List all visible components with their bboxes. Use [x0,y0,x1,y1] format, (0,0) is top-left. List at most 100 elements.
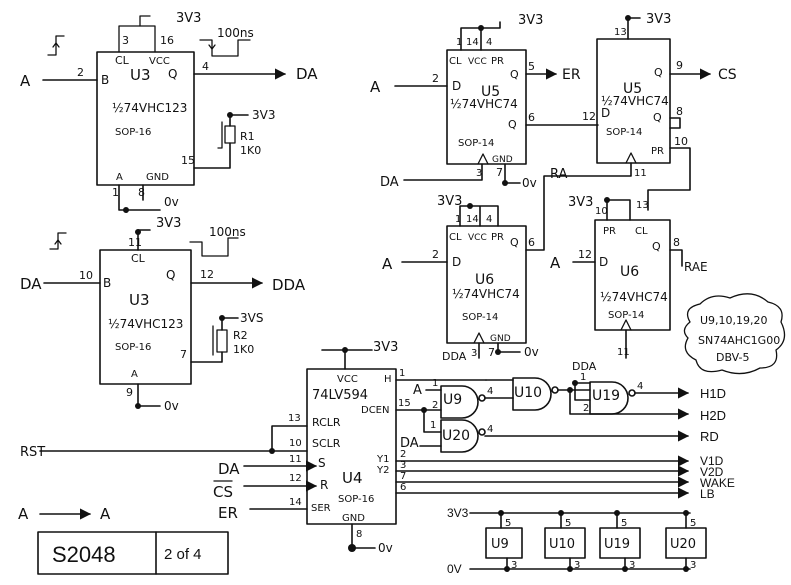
u5a-din-label: A [370,78,381,96]
u5b-qout-label: CS [718,67,737,83]
part-note: U9,10,19,20 SN74AHC1G00 DBV-5 [683,293,786,375]
u3b-pin-q: 12 [200,268,214,281]
u6a-body [446,225,527,344]
u5a-pin-qb: 6 [528,111,535,124]
u5a-pin-q: 5 [528,60,535,73]
power-u9-pin-gnd: 3 [511,560,517,571]
legend-from: A [18,505,29,523]
u3a-pin-cl: 3 [122,34,129,47]
u5a-d-label: D [452,79,461,93]
u9-gate [440,385,479,419]
u6b-pin-clk: 11 [617,347,630,358]
u3b-a-label: A [131,369,138,380]
power-u20-pin-vcc: 5 [690,518,696,529]
u19-gate [589,381,629,415]
out-h1d: H1D [700,386,726,401]
u4-gnd-label: GND [342,513,365,524]
u5a-pin-pr: 4 [486,37,492,48]
u6a-vcc-label: 3V3 [437,194,462,209]
r2-resistor [216,329,228,353]
u3a-a-label: A [116,172,123,183]
u3a-trigger-edge [47,35,65,56]
u5a-cl-label: CL [449,56,462,67]
power-3v3-label: 3V3 [447,506,469,520]
u5b-d-label: D [601,106,610,120]
u6a-pin-clk: 3 [471,348,477,359]
u6a-q-label: Q [510,236,519,249]
u4-pin-6: 6 [400,482,406,493]
u3b-oneshot: 3V3 11 CL DA 10 B Q 12 DDA 100ns ½74VHC1… [20,216,306,413]
u5a-gnd-net: 0v [522,176,537,190]
u6a-gnd-label: GND [490,334,511,344]
r1-ref: R1 [240,130,255,143]
u3b-body [99,249,192,385]
u5a-vcc-pin-label: VCC [468,57,487,67]
u5b-pin-clk: 11 [634,168,647,179]
u4-pin-7: 7 [400,471,406,482]
u10-gate [512,377,552,411]
u20-input-da: DA [400,436,419,451]
u4-pin-rclr: 13 [288,413,301,424]
u6b-pr-label: PR [603,226,616,237]
u6a-d-label: D [452,255,461,269]
u6b-pin-pr: 10 [595,206,608,217]
u6a-din-label: A [382,255,393,273]
u3a-cl-label: CL [115,54,130,67]
u5b-part: ½74VHC74 [601,94,669,108]
u5b-pin-pr: 10 [674,135,688,148]
u5b-pr-label: PR [651,146,664,157]
u4-er-label: ER [218,504,238,522]
legend: A A [18,505,111,523]
u5a-part: ½74VHC74 [450,97,518,111]
u3a-pin-a: 1 [112,186,119,199]
u5a-clk-label: DA [380,175,399,190]
u4-pin-r: 12 [289,473,302,484]
note-line-2: SN74AHC1G00 [698,334,780,347]
r1-vcc-label: 3V3 [252,108,275,122]
u3a-gnd-label: GND [146,172,169,183]
u3a-pin-gnd: 8 [138,186,145,199]
r2-ref: R2 [233,329,248,342]
u3a-body [96,51,195,186]
u4-pin-ser: 14 [289,497,302,508]
u5b-ref: U5 [623,81,642,97]
u6b-clk-label: DDA [572,360,597,373]
u6b-pin-d: 12 [578,248,592,261]
u9-pin-1: 1 [432,378,438,389]
out-wake: WAKE [700,476,735,490]
u6b-q-label: Q [652,240,661,253]
u5a-pkg: SOP-14 [458,138,494,149]
u6a-pin-d: 2 [432,248,439,261]
u4-ref: U4 [342,469,363,487]
out-rd: RD [700,429,719,444]
sheet-id: S2048 [52,542,116,567]
u6a-pin-gnd: 7 [488,346,495,359]
u4-ser-label: SER [311,503,331,514]
u3b-pulse-label: 100ns [209,225,246,239]
u3a-vcc-pin-label: VCC [149,56,170,67]
u4-cs-label: CS [213,483,233,501]
u6a-ref: U6 [475,272,494,288]
power-u9-pin-vcc: 5 [505,518,511,529]
u4-vcc-label: 3V3 [373,340,398,355]
u3a-pin-b: 2 [77,66,84,79]
u4-pin-y1: 2 [400,449,406,460]
u3b-pin-rc: 7 [180,348,187,361]
u3b-q-label: Q [166,268,175,282]
r1-value: 1K0 [240,144,261,157]
u5b-body [596,38,671,164]
sheet-page: 2 of 4 [164,546,202,563]
u3a-pulse-shape [199,39,251,57]
u5b-q-label: Q [654,66,663,79]
u5b-pin-cl: 13 [614,27,627,38]
u6b-din-label: A [550,254,561,272]
u6b-qout-label: RAE [684,260,708,274]
u5b-vcc-label: 3V3 [646,12,671,27]
u3a-gnd-net: 0v [164,195,179,209]
power-box-u9 [485,527,523,559]
u6b-part: ½74VHC74 [600,290,668,304]
u5a-gnd-label: GND [492,155,513,165]
u4-pkg: SOP-16 [338,494,374,505]
power-distribution: 3V3 0V U9 5 3 U10 5 3 U19 5 3 U20 5 3 [447,506,707,576]
